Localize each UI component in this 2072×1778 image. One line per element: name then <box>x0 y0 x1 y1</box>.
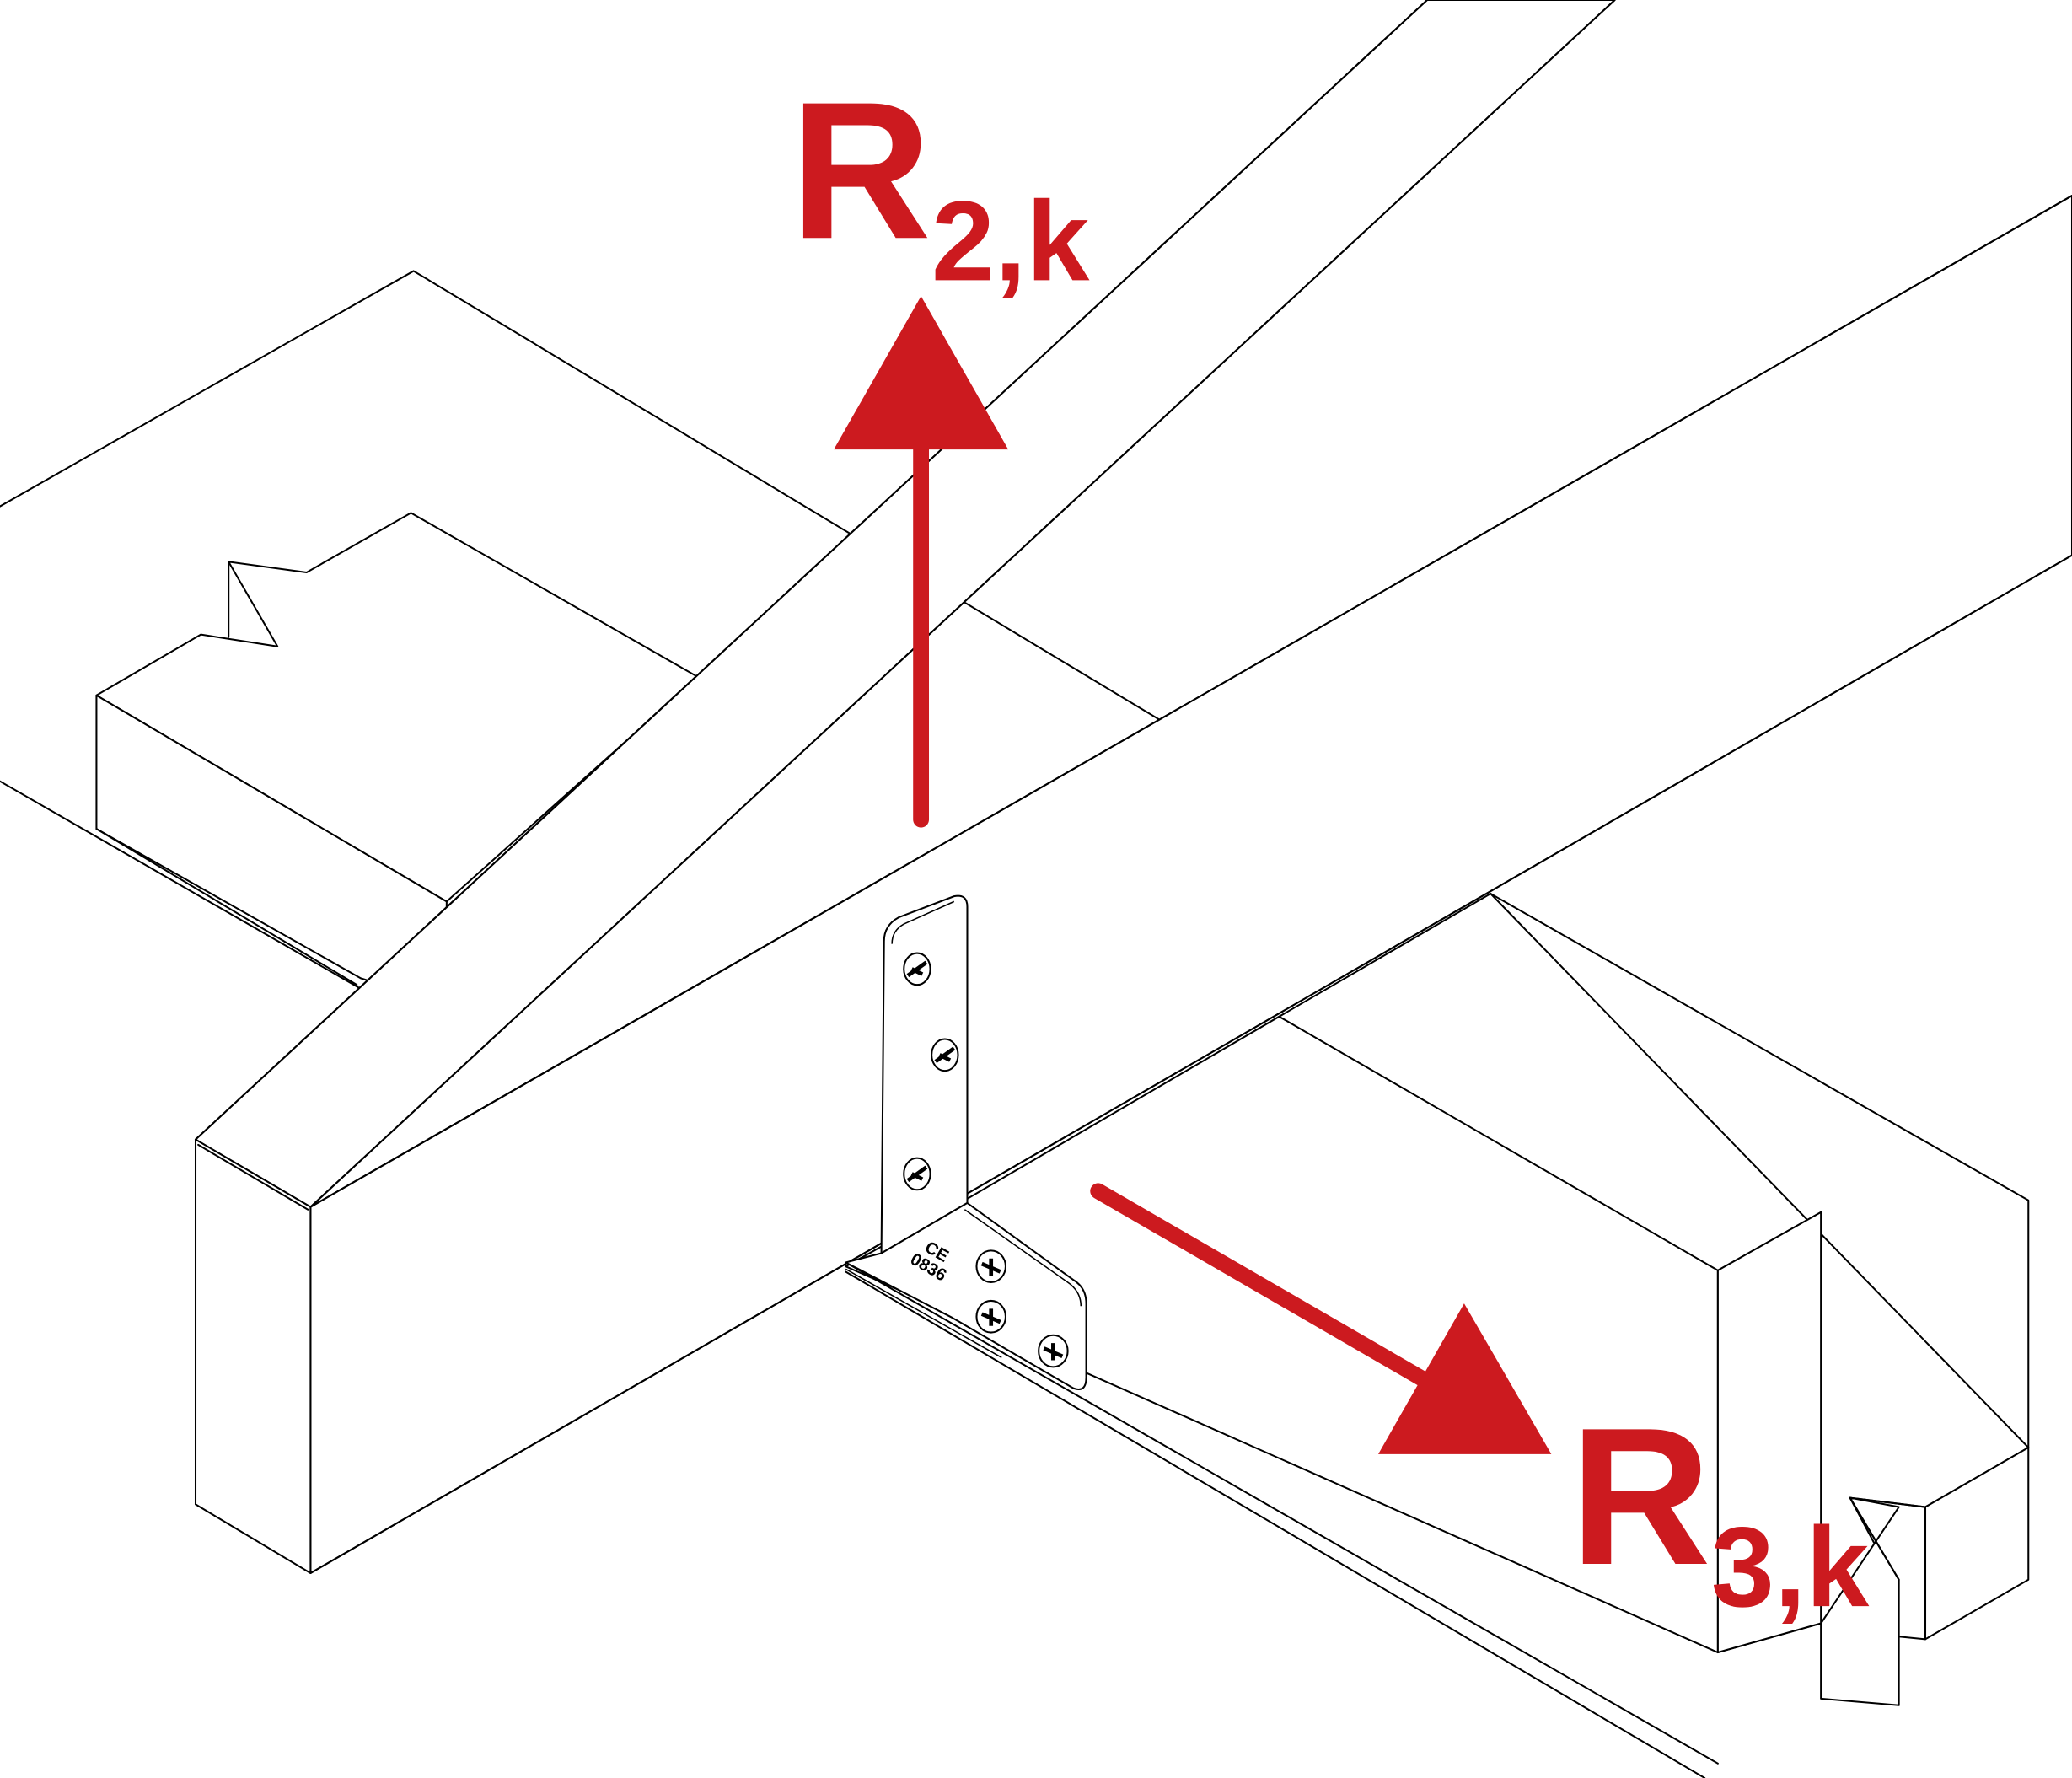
force-label-r2k: R2,k <box>790 62 1090 304</box>
phillips-screw-icon <box>903 952 931 986</box>
force-subscript: 2,k <box>931 177 1090 304</box>
phillips-screw-icon <box>975 1299 1006 1334</box>
force-arrow-r3k <box>1090 1183 1552 1454</box>
force-symbol: R <box>1570 1388 1711 1606</box>
phillips-screw-icon <box>1038 1334 1069 1368</box>
phillips-screw-icon <box>975 1249 1006 1284</box>
force-label-r3k: R3,k <box>1570 1388 1870 1630</box>
lower-beam-right <box>845 892 2030 1778</box>
angle-bracket: CE 0836 <box>845 894 1087 1391</box>
force-subscript: 3,k <box>1711 1503 1870 1630</box>
bracket-screws <box>903 952 1069 1368</box>
arrow-shaft <box>1090 1183 1442 1394</box>
arrow-head-up-icon <box>834 296 1009 450</box>
notched-block-left <box>95 512 699 1006</box>
phillips-screw-icon <box>903 1157 931 1191</box>
rafter <box>194 0 1616 1574</box>
force-arrow-r2k <box>834 296 1009 828</box>
arrow-head-diagonal-icon <box>1378 1303 1552 1454</box>
phillips-screw-icon <box>931 1038 959 1072</box>
force-symbol: R <box>790 62 931 280</box>
